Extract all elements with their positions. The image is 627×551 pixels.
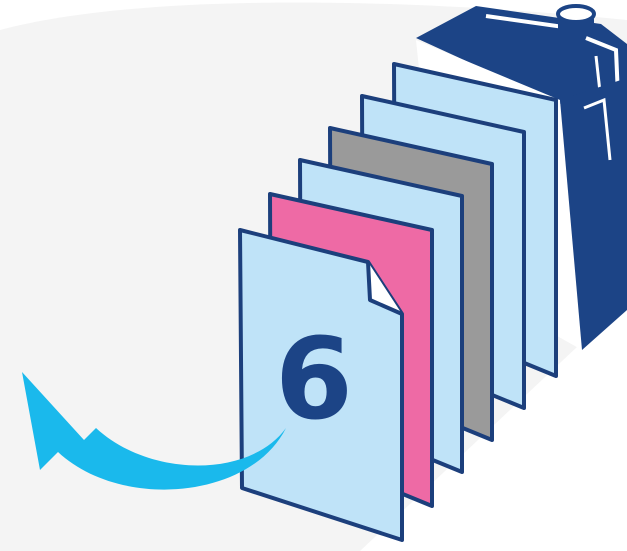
document-page-icon: 6 (240, 230, 402, 540)
layer-number: 6 (275, 315, 353, 445)
